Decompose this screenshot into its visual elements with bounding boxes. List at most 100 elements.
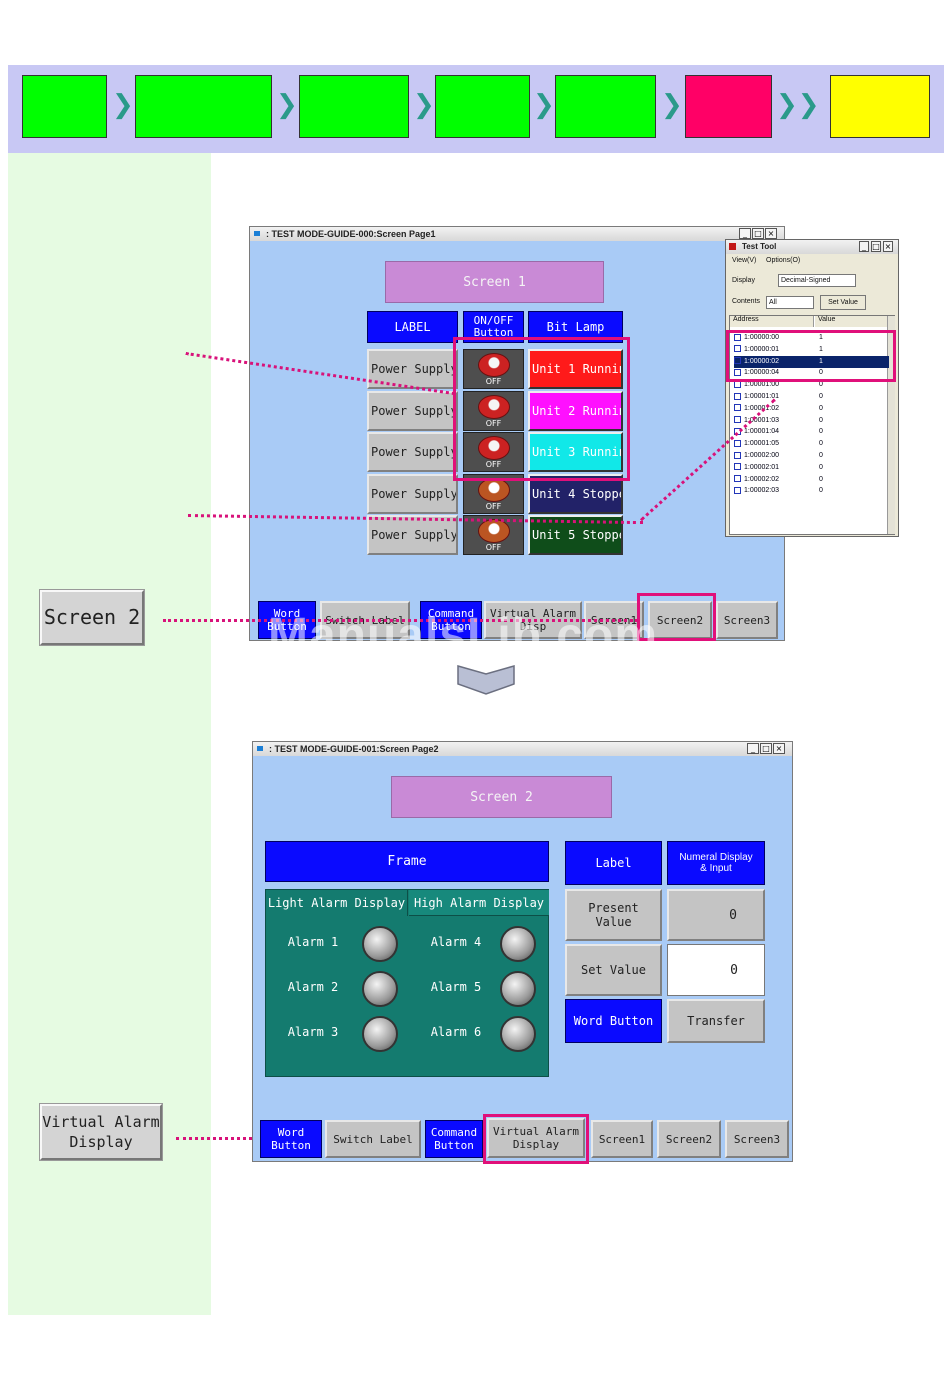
highlight-running-units [453, 337, 630, 481]
onoff-toggle-button[interactable]: OFF [463, 515, 524, 555]
switch-state: OFF [485, 501, 502, 511]
address-cell: 1:00001:05 [744, 440, 780, 448]
close-icon[interactable]: × [773, 743, 785, 754]
alarm-display-frame: Light Alarm Display High Alarm Display A… [265, 889, 549, 1077]
checkbox-icon[interactable] [734, 392, 741, 400]
checkbox-icon[interactable] [734, 416, 741, 424]
checkbox-icon[interactable] [734, 451, 741, 459]
tab-screen1[interactable]: Screen1 [591, 1120, 653, 1158]
header-line2: Button [473, 326, 514, 339]
menu-options[interactable]: Options(O) [766, 257, 801, 264]
value-cell: 0 [819, 428, 823, 436]
checkbox-icon[interactable] [734, 463, 741, 471]
tab-command-button[interactable]: Command Button [425, 1120, 483, 1158]
alarm-lamp-icon [500, 971, 536, 1007]
window-title: : TEST MODE-GUIDE-001:Screen Page2 [269, 744, 439, 754]
onoff-toggle-button[interactable]: OFF [463, 349, 524, 389]
header-line1: Numeral Display [679, 852, 753, 863]
alarm-lamp-icon [362, 1016, 398, 1052]
tab-switch-label[interactable]: Switch Label [325, 1120, 421, 1158]
maximize-icon[interactable]: □ [752, 228, 764, 239]
switch-icon [477, 394, 510, 419]
highlight-virtual-alarm-tab [483, 1114, 589, 1164]
set-value-button[interactable]: Set Value [820, 295, 866, 310]
highlight-screen2-tab [637, 593, 716, 641]
bit-lamp: Unit 3 Running [528, 432, 623, 472]
test-tool-title: Test Tool [742, 242, 777, 251]
contents-label: Contents [732, 298, 761, 305]
close-icon[interactable]: × [883, 241, 893, 252]
tab-light-alarm[interactable]: Light Alarm Display [266, 890, 408, 916]
address-cell: 1:00001:02 [744, 404, 780, 412]
checkbox-icon[interactable] [734, 428, 741, 436]
alarm-label: Alarm 5 [430, 980, 482, 994]
checkbox-icon[interactable] [734, 439, 741, 447]
checkbox-icon[interactable] [734, 345, 741, 353]
tab-high-alarm[interactable]: High Alarm Display [409, 890, 549, 916]
onoff-toggle-button[interactable]: OFF [463, 390, 524, 431]
tab-screen2[interactable]: Screen2 [657, 1120, 721, 1158]
header-line2: & Input [700, 863, 732, 874]
checkbox-icon[interactable] [734, 369, 741, 377]
virtual-alarm-display-button[interactable]: Virtual Alarm Display [39, 1103, 163, 1161]
bit-lamp: Unit 2 Running [528, 390, 623, 431]
supply-label: Power Supply2 [367, 390, 458, 431]
button-label-line2: Display [69, 1133, 133, 1151]
close-icon[interactable]: × [765, 228, 777, 239]
menu-view[interactable]: View(V) [732, 257, 757, 264]
checkbox-icon[interactable] [734, 404, 741, 412]
transfer-button[interactable]: Transfer [667, 999, 765, 1043]
column-value: Value [815, 316, 887, 327]
switch-icon [477, 519, 510, 543]
maximize-icon[interactable]: □ [871, 241, 881, 252]
screen2-button[interactable]: Screen 2 [39, 589, 145, 646]
step-3 [299, 75, 409, 138]
alarm-lamp-icon [362, 926, 398, 962]
alarm-lamp-icon [362, 971, 398, 1007]
maximize-icon[interactable]: □ [760, 743, 772, 754]
tab-word-button[interactable]: Word Button [260, 1120, 322, 1158]
chevron-right-icon: ❯ [112, 90, 134, 120]
bit-lamp: Unit 1 Running [528, 349, 623, 389]
display-select[interactable]: Decimal-Signed [778, 274, 856, 287]
word-button[interactable]: Word Button [565, 999, 662, 1043]
checkbox-icon[interactable] [734, 475, 741, 483]
value-cell: 0 [819, 369, 823, 377]
tab-virtual-alarm-display[interactable]: Virtual Alarm Display [487, 1118, 585, 1158]
watermark: ManualsLib.com [268, 609, 659, 662]
checkbox-icon[interactable] [734, 357, 741, 365]
tab-screen3[interactable]: Screen3 [716, 601, 778, 639]
tab-screen3[interactable]: Screen3 [725, 1120, 789, 1158]
supply-label: Power Supply5 [367, 515, 458, 555]
minimize-icon[interactable]: _ [739, 228, 751, 239]
checkbox-icon[interactable] [734, 333, 741, 341]
checkbox-icon[interactable] [734, 487, 741, 495]
set-value-input[interactable]: 0 [667, 944, 765, 996]
onoff-toggle-button[interactable]: OFF [463, 432, 524, 472]
screen-label: Screen 1 [385, 261, 604, 303]
present-value-label: Present Value [565, 889, 662, 941]
contents-select[interactable]: All [766, 296, 814, 309]
connector-line [163, 619, 638, 622]
app-icon [254, 231, 260, 236]
minimize-icon[interactable]: _ [859, 241, 869, 252]
scrollbar[interactable] [887, 316, 895, 534]
minimize-icon[interactable]: _ [747, 743, 759, 754]
tab-screen2[interactable]: Screen2 [648, 601, 712, 639]
screen-page2-window: : TEST MODE-GUIDE-001:Screen Page2 _ □ ×… [252, 741, 793, 1164]
switch-state: OFF [485, 460, 502, 469]
